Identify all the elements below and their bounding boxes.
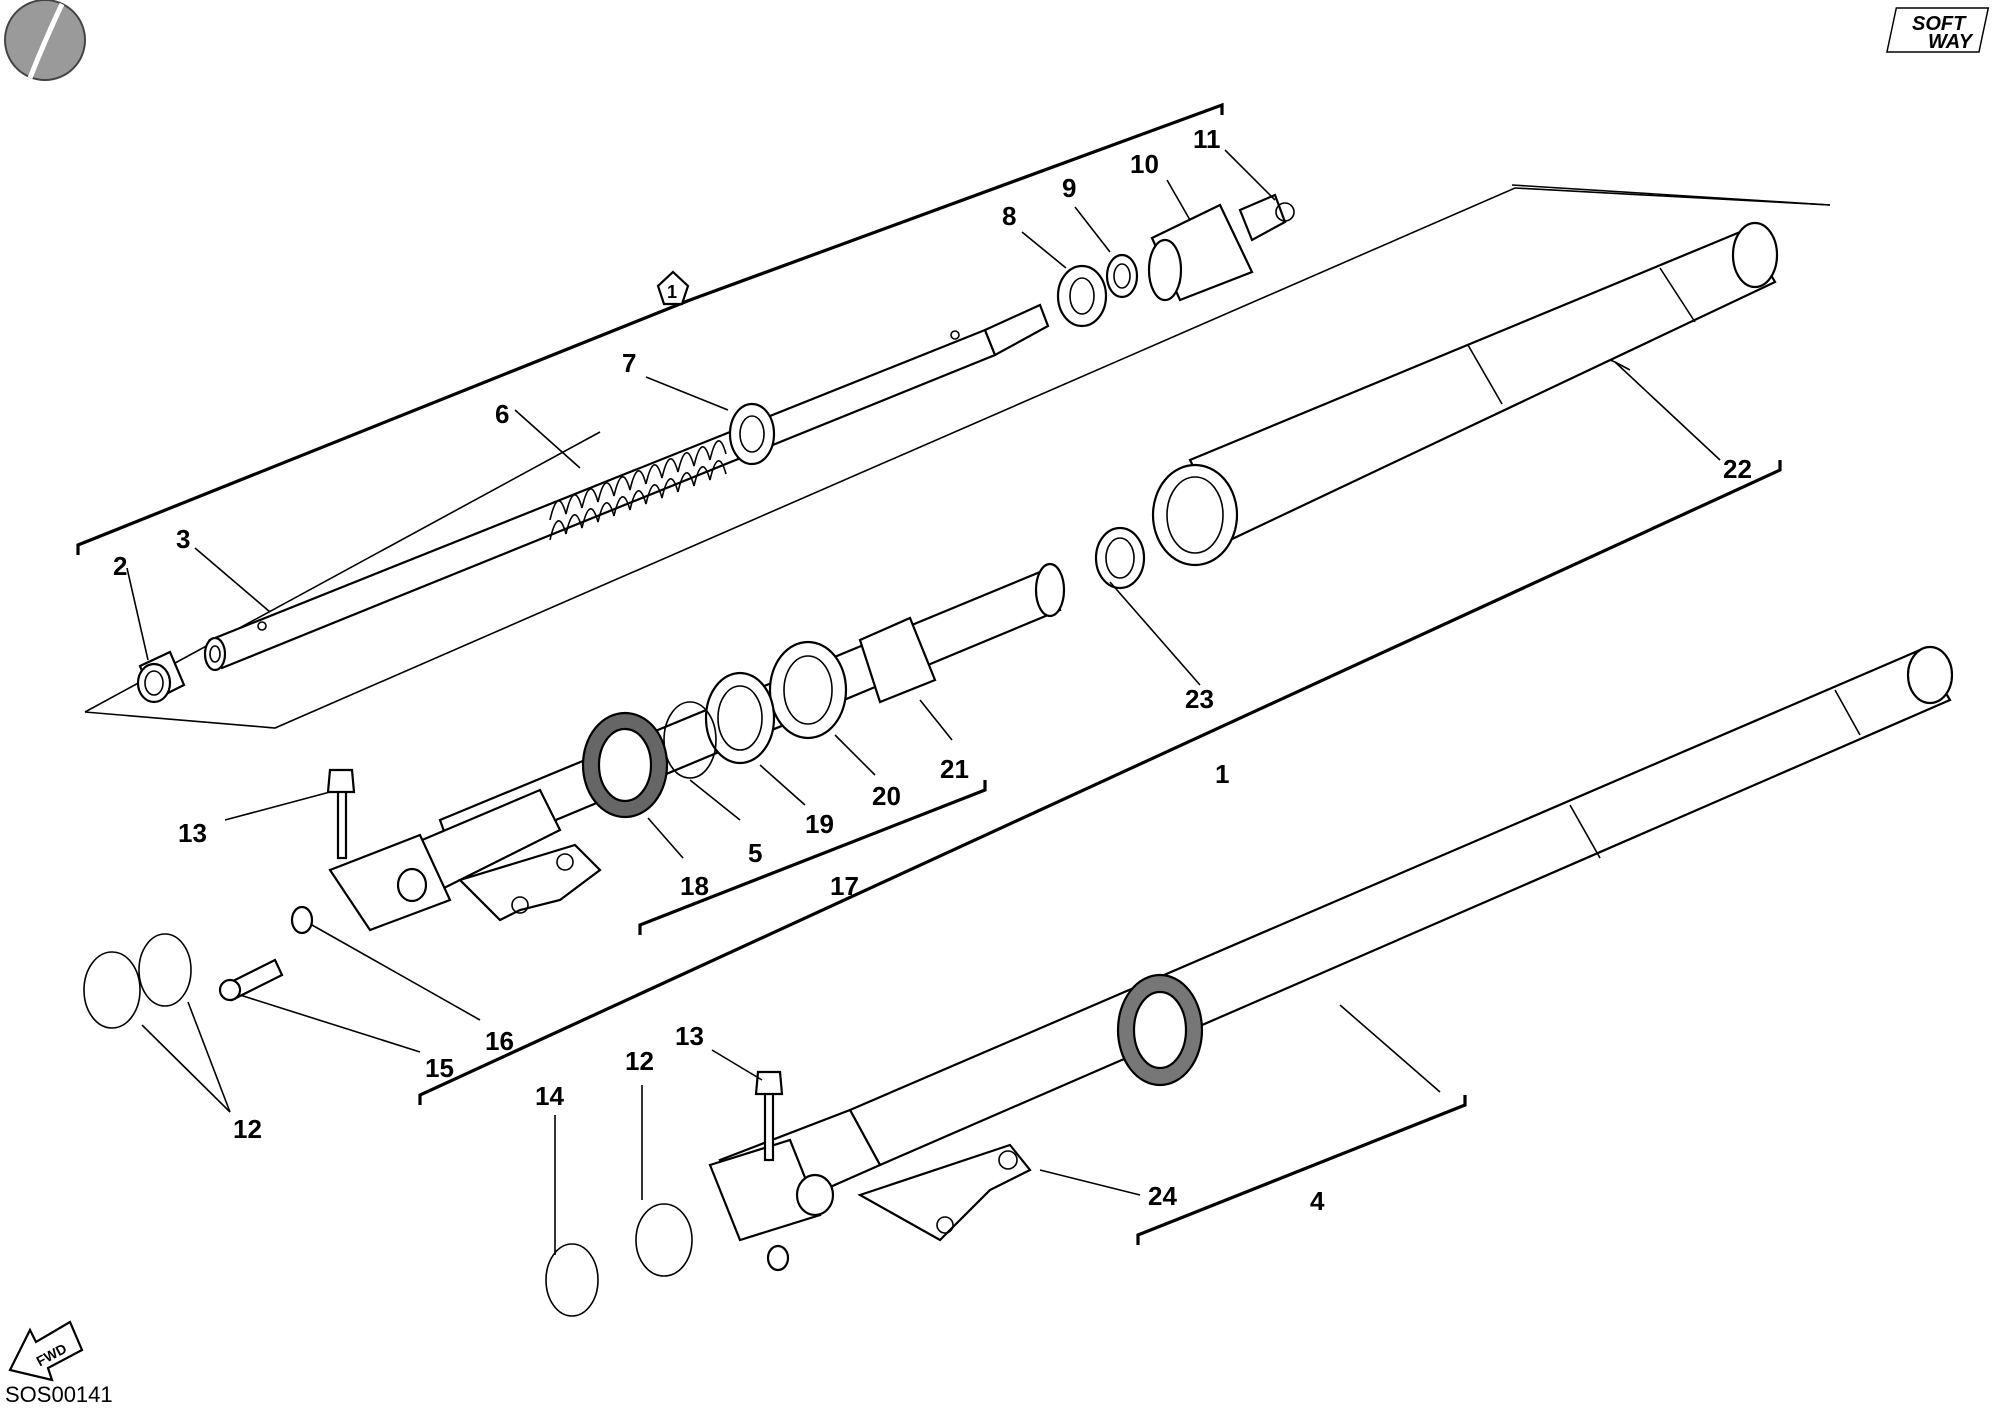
fwd-arrow-icon: FWD <box>8 1320 84 1382</box>
callout-3: 3 <box>176 524 190 554</box>
callout-9: 9 <box>1062 173 1076 203</box>
callout-23: 23 <box>1185 684 1214 714</box>
callout-6: 6 <box>495 399 509 429</box>
callout-12-lower: 12 <box>625 1046 654 1076</box>
callout-18: 18 <box>680 871 709 901</box>
complete-fork-leg-4 <box>545 645 1954 1317</box>
fork-tube-22 <box>1094 221 1779 590</box>
callout-12-left: 12 <box>233 1114 262 1144</box>
callout-14: 14 <box>535 1081 564 1111</box>
callout-15: 15 <box>425 1053 454 1083</box>
softway-logo-line2: WAY <box>1928 31 1974 53</box>
callout-labels: 2 3 6 7 8 9 10 11 22 23 1 21 20 19 5 18 … <box>113 124 1752 1216</box>
callout-19: 19 <box>805 809 834 839</box>
callout-1: 1 <box>1215 759 1229 789</box>
callout-22: 22 <box>1723 454 1752 484</box>
group-symbol-icon: 1 <box>656 270 690 306</box>
callout-13-upper: 13 <box>178 818 207 848</box>
brand-circle-logo-icon <box>4 0 86 81</box>
callout-17: 17 <box>830 871 859 901</box>
callout-10: 10 <box>1130 149 1159 179</box>
callout-4: 4 <box>1310 1186 1325 1216</box>
callout-24: 24 <box>1148 1181 1177 1211</box>
diagram-code: SOS00141 <box>5 1382 113 1407</box>
leader-lines <box>126 149 1721 1255</box>
callout-13-lower: 13 <box>675 1021 704 1051</box>
slider-assembly-17 <box>83 562 1066 1029</box>
callout-16: 16 <box>485 1026 514 1056</box>
callout-5: 5 <box>748 838 762 868</box>
group-symbol-label: 1 <box>667 282 677 302</box>
callout-8: 8 <box>1002 201 1016 231</box>
callout-11: 11 <box>1193 124 1221 154</box>
softway-logo: SOFT WAY <box>1886 7 1990 53</box>
spring-6-icon <box>549 440 727 541</box>
callout-20: 20 <box>872 781 901 811</box>
callout-21: 21 <box>940 754 969 784</box>
softway-logo-line1: SOFT <box>1912 13 1967 35</box>
callout-2: 2 <box>113 551 127 581</box>
damper-rod-assembly <box>136 193 1295 704</box>
callout-7: 7 <box>622 348 636 378</box>
